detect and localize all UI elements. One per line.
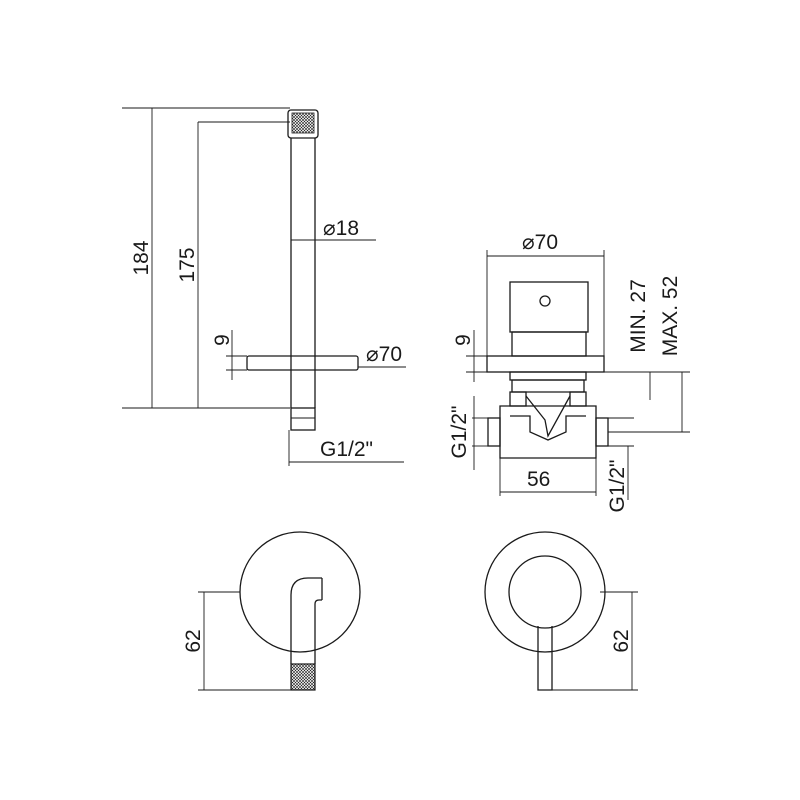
valve-handle xyxy=(509,281,589,333)
spout-height-label: 175 xyxy=(176,247,199,282)
spout-diameter-label: ⌀18 xyxy=(323,217,359,240)
min-depth-label: MIN. 27 xyxy=(627,279,650,353)
spout-rosette xyxy=(239,531,361,653)
diameter-symbol: ⌀ xyxy=(522,231,535,254)
valve-side-view: ⌀70 9 MIN. 27 MAX. 52 G1/2" 56 G1/2" xyxy=(448,231,690,512)
inlet-left-label: G1/2" xyxy=(448,406,471,459)
valve-front-view: 62 xyxy=(484,531,638,691)
valve-wall-plate xyxy=(486,355,605,373)
max-depth-label: MAX. 52 xyxy=(659,276,682,357)
inlet-right-label: G1/2" xyxy=(606,460,629,513)
spout-side-view: 184 175 ⌀18 9 ⌀70 G1/2" xyxy=(122,107,406,466)
overall-height-label: 184 xyxy=(130,240,153,275)
plate-diameter-label: ⌀70 xyxy=(366,343,402,366)
inlet-left-stub xyxy=(487,417,501,447)
diameter-symbol: ⌀ xyxy=(366,343,379,366)
spout-wall-plate xyxy=(246,355,359,371)
spout-connection-label: G1/2" xyxy=(320,438,373,461)
valve-front-height-label: 62 xyxy=(610,629,633,652)
valve-lever xyxy=(537,626,553,691)
spout-outlet xyxy=(290,663,316,691)
handle-base xyxy=(511,331,587,357)
body-width-label: 56 xyxy=(527,468,550,491)
inlet-right-stub xyxy=(595,417,609,447)
spout-front-view: 62 xyxy=(182,531,361,691)
valve-rosette xyxy=(484,531,606,653)
handle-screw xyxy=(539,295,551,307)
spout-front-height-label: 62 xyxy=(182,629,205,652)
aerator-head xyxy=(287,109,319,139)
valve-body xyxy=(499,405,597,459)
spout-connection-nut xyxy=(290,407,316,431)
valve-handle-cap xyxy=(508,555,582,629)
diameter-symbol: ⌀ xyxy=(323,217,336,240)
valve-plate-thickness-label: 9 xyxy=(452,334,475,346)
aerator-mesh xyxy=(291,112,315,134)
plate-thickness-label: 9 xyxy=(211,334,234,346)
valve-plate-diameter-label: ⌀70 xyxy=(522,231,558,254)
